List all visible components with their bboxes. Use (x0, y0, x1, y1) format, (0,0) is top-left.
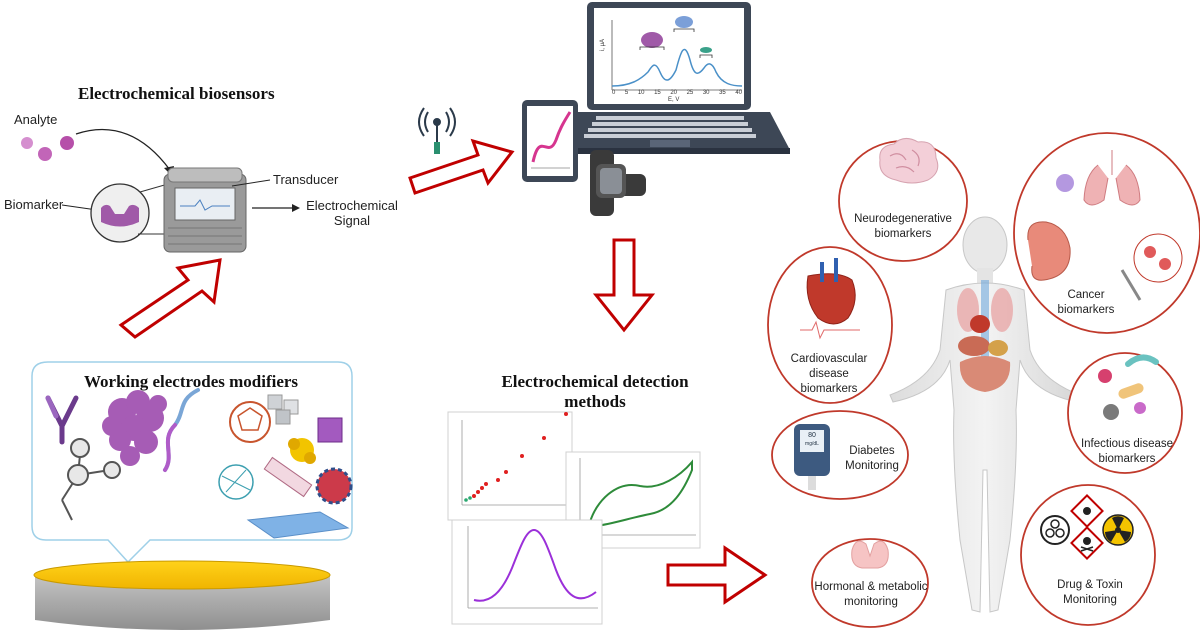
diabetes-label-line2: Monitoring (845, 460, 899, 472)
signal-label-line2: Signal (333, 213, 371, 228)
drug-label: Drug & Toxin Monitoring (1040, 578, 1140, 608)
modifiers-title: Working electrodes modifiers (84, 372, 299, 391)
biosensor-title: Electrochemical biosensors (78, 84, 275, 103)
arrow-devices-to-methods (592, 238, 656, 333)
detection-title-line2: methods (564, 392, 626, 411)
transducer-label: Transducer (273, 172, 339, 187)
infectious-label: Infectious disease biomarkers (1070, 437, 1184, 467)
analyte-dots (21, 136, 74, 161)
smartwatch-icon (590, 150, 646, 216)
glucometer-reading: 80 (808, 432, 816, 439)
drug-label-line2: Monitoring (1063, 594, 1117, 606)
cancer-label-line1: Cancer (1067, 289, 1105, 301)
enzyme-protein-icon (102, 390, 167, 466)
infectious-label-line1: Infectious disease (1080, 438, 1174, 450)
analyte-label: Analyte (14, 112, 58, 127)
human-body-figure (889, 216, 1081, 613)
x-tick: 20 (670, 90, 677, 96)
infectious-circle (1067, 352, 1183, 474)
cardio-label: Cardiovascular disease biomarkers (774, 352, 884, 397)
cardio-label-line2: disease (809, 368, 849, 380)
detection-title: Electrochemical detection methods (470, 372, 720, 412)
hormonal-label: Hormonal & metabolic monitoring (812, 580, 930, 610)
skull-crossbones-icon (1070, 526, 1104, 560)
x-tick: 40 (735, 90, 742, 96)
x-tick: 0 (612, 90, 616, 96)
biomarker-label: Biomarker (4, 197, 64, 212)
radiation-icon (1102, 514, 1134, 546)
signal-label: Electrochemical Signal (300, 198, 404, 228)
drug-circle (1020, 484, 1156, 626)
detection-title-line1: Electrochemical detection (501, 372, 689, 391)
antibody-icon (45, 395, 79, 445)
biohazard-icon (1040, 515, 1070, 545)
transducer-device (163, 167, 247, 253)
hormonal-circle (811, 538, 929, 628)
x-tick: 5 (624, 90, 629, 96)
analyte-arrow (75, 128, 171, 171)
tablet-icon (522, 100, 578, 182)
signal-label-line1: Electrochemical (306, 198, 398, 213)
dpv-peak-plot (451, 519, 603, 625)
neuro-label-line2: biomarkers (874, 228, 932, 240)
glucometer-display: 80 mg/dL (800, 431, 824, 449)
drug-label-line1: Drug & Toxin (1057, 579, 1123, 591)
biomarker-circle (90, 183, 150, 243)
x-tick: 15 (654, 90, 661, 96)
arrow-modifiers-to-biosensor (118, 258, 222, 339)
hormonal-label-line1: Hormonal & metabolic (814, 581, 928, 593)
laptop-icon (548, 2, 790, 154)
wifi-antenna-icon (418, 107, 456, 154)
neuro-label-line1: Neurodegenerative (854, 213, 952, 225)
infectious-label-line2: biomarkers (1098, 453, 1156, 465)
laptop-plot-x-label: E, V (668, 97, 680, 103)
electrode-disk (33, 560, 331, 630)
hazard-diamond-icon (1070, 494, 1104, 528)
cancer-circle (1013, 132, 1200, 334)
cardio-circle (767, 246, 893, 404)
laptop-dpv-plot (611, 16, 743, 91)
diabetes-label: Diabetes Monitoring (832, 444, 912, 474)
laptop-plot-x-ticks: 0 5 10 15 20 25 30 35 40 (612, 90, 742, 96)
arrow-methods-to-applications (666, 545, 768, 605)
x-tick: 25 (686, 90, 694, 96)
zoom-line-top (139, 183, 169, 193)
cardio-label-line3: biomarkers (800, 383, 858, 395)
diabetes-circle (771, 410, 909, 500)
arrow-biosensor-to-devices (408, 138, 515, 195)
hormonal-label-line2: monitoring (844, 596, 898, 608)
cancer-label: Cancer biomarkers (1036, 288, 1136, 318)
x-tick: 10 (637, 90, 645, 96)
x-tick: 35 (719, 90, 726, 96)
diabetes-label-line1: Diabetes (849, 445, 895, 457)
x-tick: 30 (702, 90, 710, 96)
neuro-circle (838, 138, 968, 262)
cardio-label-line1: Cardiovascular (790, 353, 868, 365)
transducer-pointer (231, 179, 271, 187)
laptop-plot-y-label: i, μA (600, 38, 607, 52)
nanomaterials-icon (218, 394, 353, 539)
aptamer-icon (61, 438, 121, 521)
calibration-scatter-plot (447, 411, 573, 521)
neuro-label: Neurodegenerative biomarkers (846, 212, 960, 242)
cancer-label-line2: biomarkers (1057, 304, 1115, 316)
glucometer-unit: mg/dL (805, 441, 819, 447)
